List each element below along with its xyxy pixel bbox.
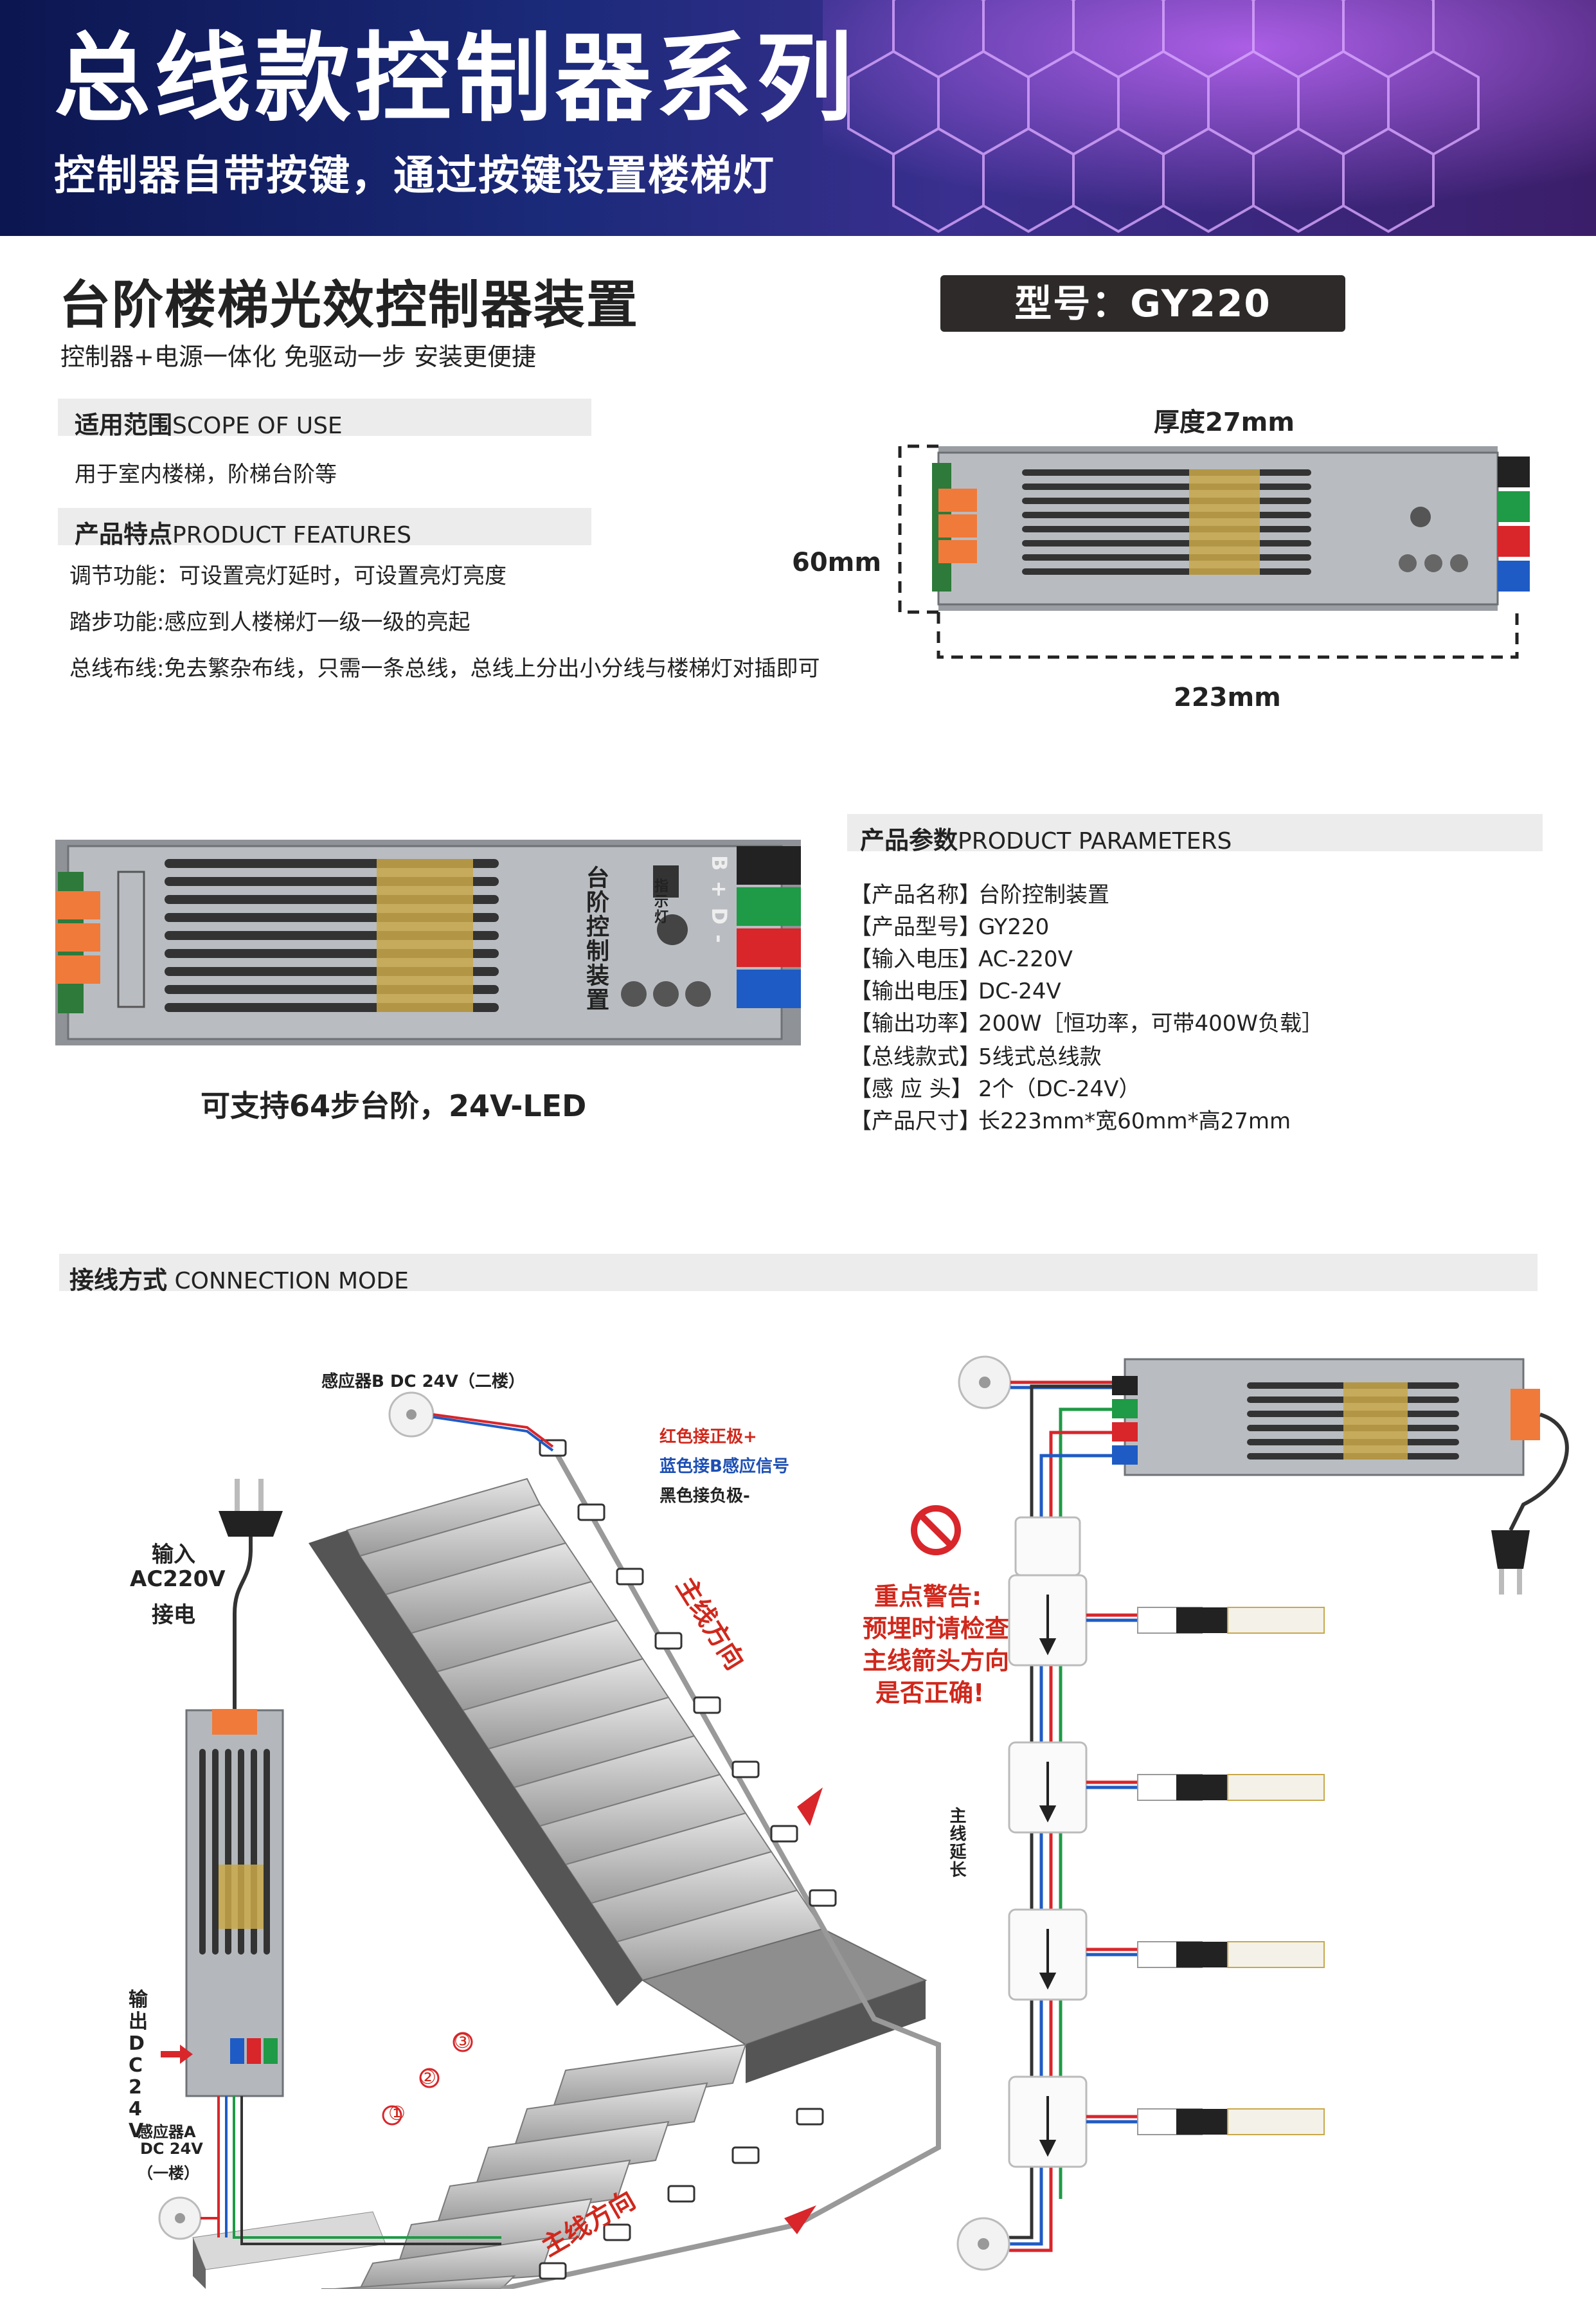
controller-photo xyxy=(55,840,801,1045)
param-row: 【输出功率】200W［恒功率，可带400W负载］ xyxy=(850,1011,1324,1036)
param-row: 【产品名称】台阶控制装置 xyxy=(850,882,1109,908)
param-row: 【感 应 头】2个（DC-24V） xyxy=(850,1076,1141,1102)
prohibition-icon xyxy=(911,1505,961,1555)
legend-black: 黑色接负极- xyxy=(659,1487,750,1506)
legend-red: 红色接正极+ xyxy=(659,1427,757,1447)
scope-text: 用于室内楼梯，阶梯台阶等 xyxy=(75,462,337,487)
product-subtitle: 控制器+电源一体化 免驱动一步 安装更便捷 xyxy=(60,343,536,371)
feature-item: 总线布线:免去繁杂布线，只需一条总线，总线上分出小分线与楼梯灯对插即可 xyxy=(69,656,820,682)
model-badge: 型号：GY220 xyxy=(940,275,1345,332)
param-row: 【产品尺寸】长223mm*宽60mm*高27mm xyxy=(850,1108,1291,1134)
input-label-power: 接电 xyxy=(152,1602,195,1628)
feature-item: 踏步功能:感应到人楼梯灯一级一级的亮起 xyxy=(69,610,471,635)
bus-topology-diagram xyxy=(956,1355,1569,2271)
staircase-wiring-diagram xyxy=(158,1391,941,2289)
thickness-dimension: 厚度27mm xyxy=(1154,408,1295,437)
sensor-a-label: 感应器A xyxy=(138,2123,196,2141)
features-heading-cn: 产品特点 xyxy=(75,520,173,548)
terminal-label: B + D - xyxy=(707,855,731,945)
controller-name-label: 台阶控制装置 xyxy=(582,865,609,1012)
feature-item: 调节功能：可设置亮灯延时，可设置亮灯亮度 xyxy=(69,563,507,589)
extension-label: 主线延长 xyxy=(947,1807,966,1879)
sensor-a-voltage: DC 24V xyxy=(140,2140,203,2158)
param-row: 【输出电压】DC-24V xyxy=(850,979,1061,1004)
controller-dimension-drawing xyxy=(898,444,1530,659)
features-section-bar: 产品特点PRODUCT FEATURES xyxy=(58,508,591,548)
params-section-bar: 产品参数PRODUCT PARAMETERS xyxy=(847,814,1543,854)
features-heading-en: PRODUCT FEATURES xyxy=(172,522,411,548)
param-row: 【总线款式】5线式总线款 xyxy=(850,1044,1102,1070)
params-heading-cn: 产品参数 xyxy=(860,826,958,854)
scope-heading-cn: 适用范围 xyxy=(75,411,173,439)
sensor-a-floor: （一楼） xyxy=(138,2164,199,2182)
step-number: ③ xyxy=(454,2030,471,2053)
scope-section-bar: 适用范围SCOPE OF USE xyxy=(58,399,591,439)
param-row: 【输入电压】AC-220V xyxy=(850,946,1073,972)
warning-line: 是否正确! xyxy=(875,1679,985,1707)
output-label: 输出DC24V xyxy=(129,1989,148,2142)
indicator-label: 指示灯 xyxy=(652,878,668,925)
input-label-voltage: AC220V xyxy=(130,1566,226,1592)
step-number: ① xyxy=(388,2102,406,2125)
controller-caption: 可支持64步台阶，24V-LED xyxy=(201,1089,587,1123)
length-dimension: 223mm xyxy=(1174,683,1281,712)
width-dimension: 60mm xyxy=(792,548,882,577)
warning-title: 重点警告: xyxy=(874,1582,982,1611)
legend-blue: 蓝色接B感应信号 xyxy=(659,1457,789,1476)
step-number: ② xyxy=(419,2066,436,2089)
params-heading-en: PRODUCT PARAMETERS xyxy=(958,828,1232,854)
connection-section-bar: 接线方式 CONNECTION MODE xyxy=(59,1254,1538,1294)
banner-title: 总线款控制器系列 xyxy=(54,23,857,135)
warning-line: 主线箭头方向 xyxy=(863,1647,1010,1675)
hexagon-pattern-decoration xyxy=(823,0,1596,236)
warning-line: 预埋时请检查 xyxy=(863,1614,1010,1643)
input-label: 输入 xyxy=(152,1542,195,1568)
scope-heading-en: SCOPE OF USE xyxy=(172,413,343,439)
connection-heading-en: CONNECTION MODE xyxy=(174,1268,409,1294)
param-row: 【产品型号】GY220 xyxy=(850,914,1050,940)
sensor-b-label: 感应器B DC 24V（二楼） xyxy=(321,1372,525,1391)
product-title: 台阶楼梯光效控制器装置 xyxy=(59,275,639,335)
banner-subtitle: 控制器自带按键，通过按键设置楼梯灯 xyxy=(54,152,775,200)
header-banner: 总线款控制器系列 控制器自带按键，通过按键设置楼梯灯 xyxy=(0,0,1596,236)
connection-heading-cn: 接线方式 xyxy=(69,1266,168,1294)
